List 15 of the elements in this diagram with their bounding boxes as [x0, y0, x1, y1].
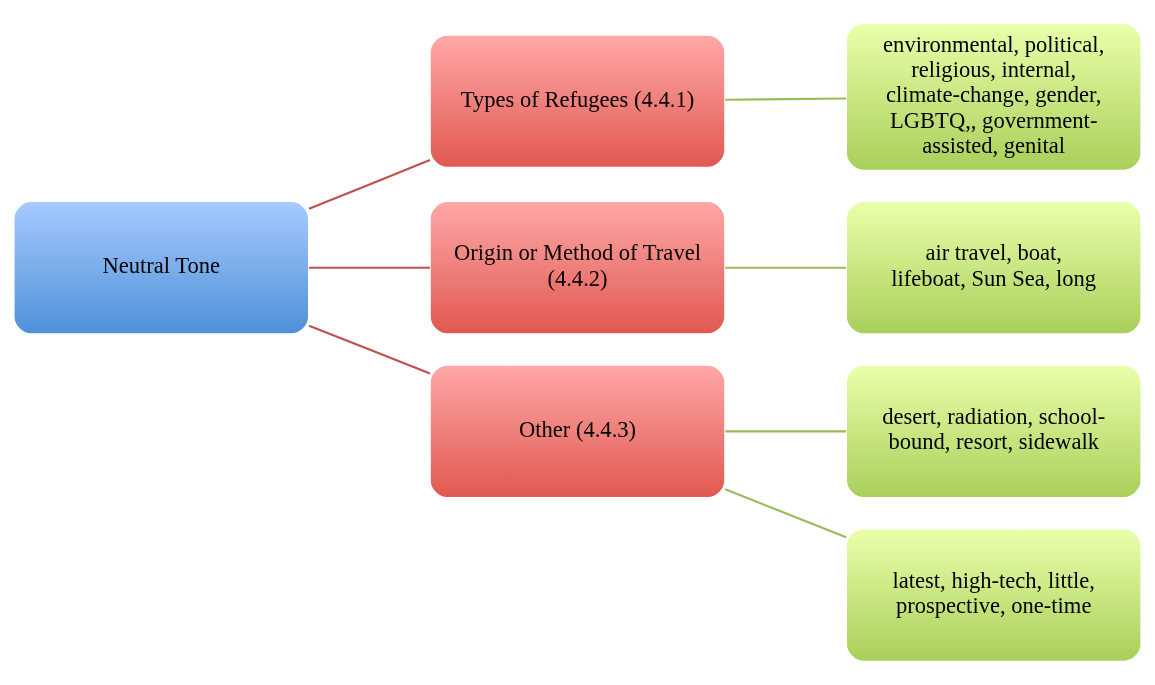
node-box: Origin or Method of Travel (4.4.2)	[429, 200, 726, 335]
node-box: air travel, boat, lifeboat, Sun Sea, long	[845, 200, 1142, 335]
node-box: Types of Refugees (4.4.1)	[429, 34, 726, 169]
connector	[308, 324, 431, 375]
connector	[725, 430, 847, 433]
connector	[309, 266, 430, 269]
connector	[724, 488, 847, 539]
node-box: Neutral Tone	[13, 200, 310, 335]
connector	[308, 159, 431, 210]
connector	[725, 97, 847, 101]
node-box: desert, radiation, school-bound, resort, sidewalk	[845, 364, 1142, 499]
node-box: latest, high-tech, little, prospective, one-time	[845, 528, 1142, 663]
node-box: Other (4.4.3)	[429, 364, 726, 499]
connector	[725, 266, 847, 269]
node-box: environmental, political, religious, internal, climate-change, gender, LGBTQ,, government-assisted, genital	[845, 22, 1142, 172]
